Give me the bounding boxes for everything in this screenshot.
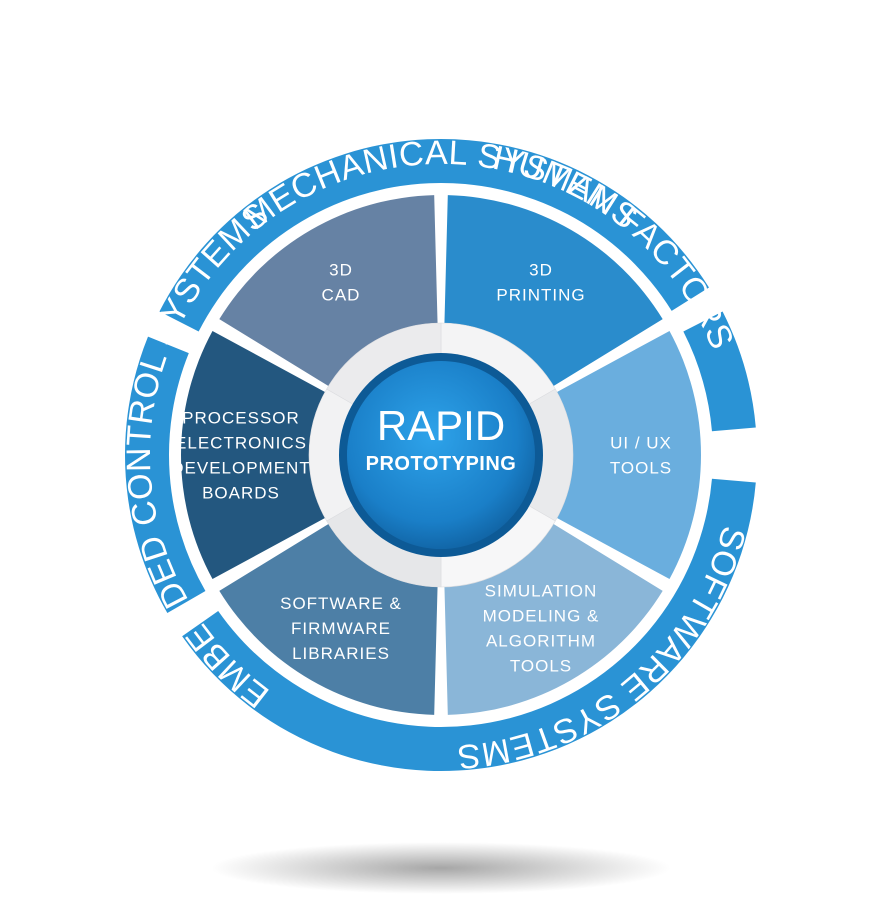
segment-label-3d-printing: PRINTING <box>496 285 585 304</box>
ring-arc-mechanical <box>159 138 709 332</box>
segment-simulation <box>444 523 663 715</box>
segment-ui-ux-tools <box>557 330 701 580</box>
segment-label-processor: ELECTRONICS <box>175 434 307 453</box>
ring-arc-embedded <box>124 336 206 613</box>
segment-label-software-firmware: SOFTWARE & <box>280 594 402 613</box>
segment-3d-cad <box>219 195 438 387</box>
outer-ring <box>124 138 756 772</box>
ring-arc-software <box>182 478 756 772</box>
segment-label-simulation: MODELING & <box>483 607 600 626</box>
segment-software-firmware <box>219 523 438 715</box>
segment-label-simulation: SIMULATION <box>485 582 598 601</box>
segment-label-ui-ux-tools: UI / UX <box>610 434 672 453</box>
segment-label-3d-cad: 3D <box>329 260 353 279</box>
hub-circle <box>347 361 535 549</box>
segment-label-simulation: TOOLS <box>510 657 572 676</box>
hub-subtitle: PROTOTYPING <box>366 453 517 475</box>
segment-label-ui-ux-tools: TOOLS <box>610 459 672 478</box>
drop-shadow <box>211 842 671 894</box>
ring-arc-human <box>683 311 756 432</box>
segment-3d-printing <box>444 195 663 387</box>
segment-label-3d-cad: CAD <box>322 285 361 304</box>
segment-label-processor: PROCESSOR <box>182 409 300 428</box>
segment-label-simulation: ALGORITHM <box>486 632 596 651</box>
segment-label-software-firmware: LIBRARIES <box>292 644 390 663</box>
inner-collar <box>308 322 574 588</box>
segment-label-3d-printing: 3D <box>529 260 553 279</box>
segments: 3D PRINTING UI / UX TOOLS SIMULATION MODELING… <box>171 195 701 715</box>
segment-label-processor: BOARDS <box>202 484 280 503</box>
hub-title: RAPID <box>377 402 505 449</box>
segment-label-processor: DEVELOPMENT <box>171 459 310 478</box>
segment-label-software-firmware: FIRMWARE <box>291 619 391 638</box>
segment-processor <box>181 330 325 580</box>
